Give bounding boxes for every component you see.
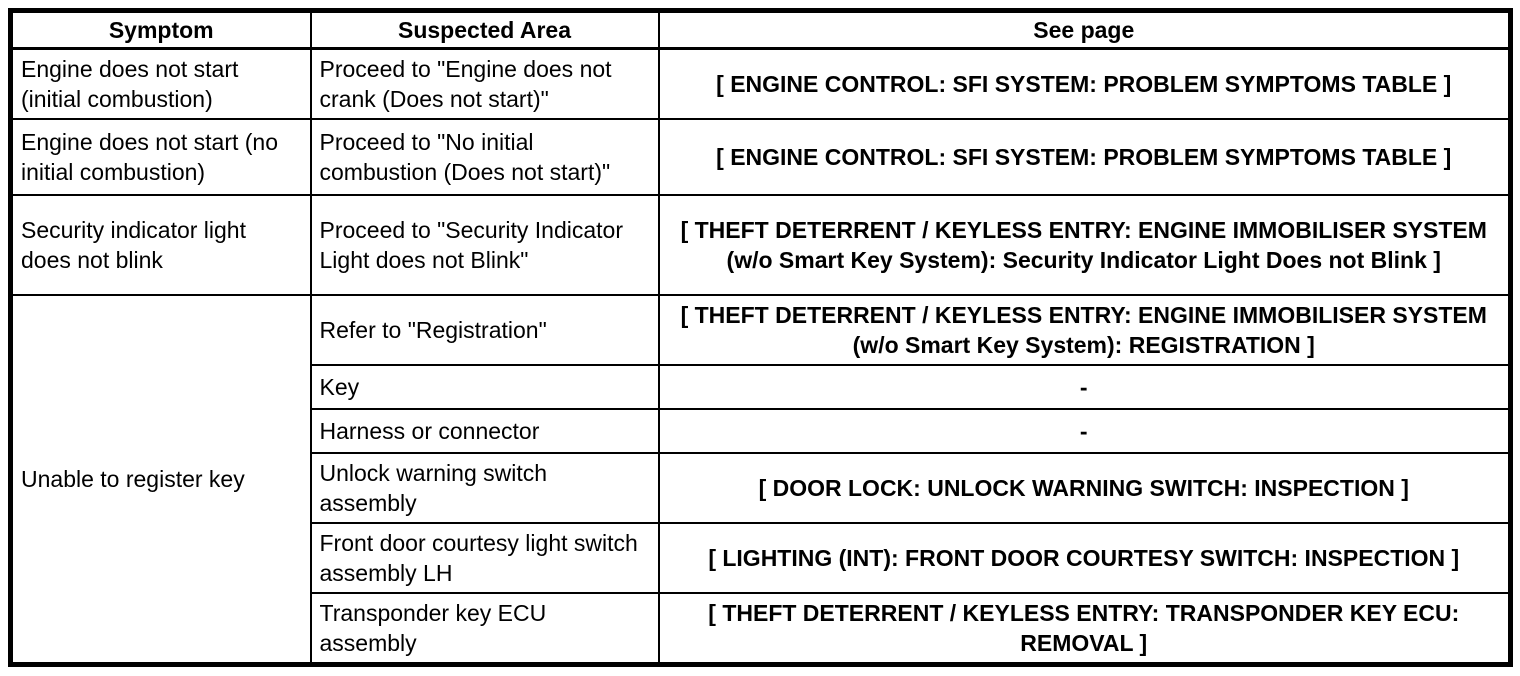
table-row: Engine does not start (initial combustio… <box>9 47 1512 120</box>
header-symptom: Symptom <box>9 9 312 50</box>
see-page-dash: - <box>657 408 1512 454</box>
suspected-area-cell: Refer to "Registration" <box>309 294 660 366</box>
table-row: Engine does not start (no initial combus… <box>9 118 1512 196</box>
symptom-cell: Engine does not start (no initial combus… <box>9 118 312 196</box>
see-page-reference[interactable]: [ ENGINE CONTROL: SFI SYSTEM: PROBLEM SY… <box>657 47 1512 120</box>
suspected-area-cell: Transponder key ECU assembly <box>309 592 660 666</box>
suspected-area-cell: Harness or connector <box>309 408 660 454</box>
suspected-area-cell: Proceed to "Security Indicator Light doe… <box>309 194 660 296</box>
see-page-reference[interactable]: [ LIGHTING (INT): FRONT DOOR COURTESY SW… <box>657 522 1512 594</box>
see-page-reference[interactable]: [ THEFT DETERRENT / KEYLESS ENTRY: TRANS… <box>657 592 1512 666</box>
table-row: Unlock warning switch assembly [ DOOR LO… <box>11 452 1512 524</box>
table-row: Transponder key ECU assembly [ THEFT DET… <box>11 592 1512 666</box>
table-row: Unable to register key Refer to "Registr… <box>9 294 1512 666</box>
table-row: Harness or connector - <box>11 408 1512 454</box>
table-header-row: Symptom Suspected Area See page <box>9 9 1512 50</box>
header-see-page: See page <box>657 9 1512 50</box>
suspected-area-cell: Proceed to "No initial combustion (Does … <box>309 118 660 196</box>
problem-symptoms-table: Symptom Suspected Area See page Engine d… <box>8 8 1513 667</box>
table-row: Security indicator light does not blink … <box>9 194 1512 296</box>
symptom-cell: Engine does not start (initial combustio… <box>9 47 312 120</box>
see-page-reference[interactable]: [ THEFT DETERRENT / KEYLESS ENTRY: ENGIN… <box>657 194 1512 296</box>
see-page-reference[interactable]: [ THEFT DETERRENT / KEYLESS ENTRY: ENGIN… <box>657 294 1512 366</box>
see-page-dash: - <box>657 364 1512 410</box>
symptom-cell: Security indicator light does not blink <box>9 194 312 296</box>
suspected-area-cell: Key <box>309 364 660 410</box>
suspected-area-cell: Front door courtesy light switch assembl… <box>309 522 660 594</box>
see-page-reference[interactable]: [ DOOR LOCK: UNLOCK WARNING SWITCH: INSP… <box>657 452 1512 524</box>
header-suspected-area: Suspected Area <box>309 9 660 50</box>
suspected-area-cell: Proceed to "Engine does not crank (Does … <box>309 47 660 120</box>
symptom-cell: Unable to register key <box>9 294 312 666</box>
suspected-area-cell: Unlock warning switch assembly <box>309 452 660 524</box>
see-page-reference[interactable]: [ ENGINE CONTROL: SFI SYSTEM: PROBLEM SY… <box>657 118 1512 196</box>
table-row: Front door courtesy light switch assembl… <box>11 522 1512 594</box>
table-row: Key - <box>11 364 1512 410</box>
